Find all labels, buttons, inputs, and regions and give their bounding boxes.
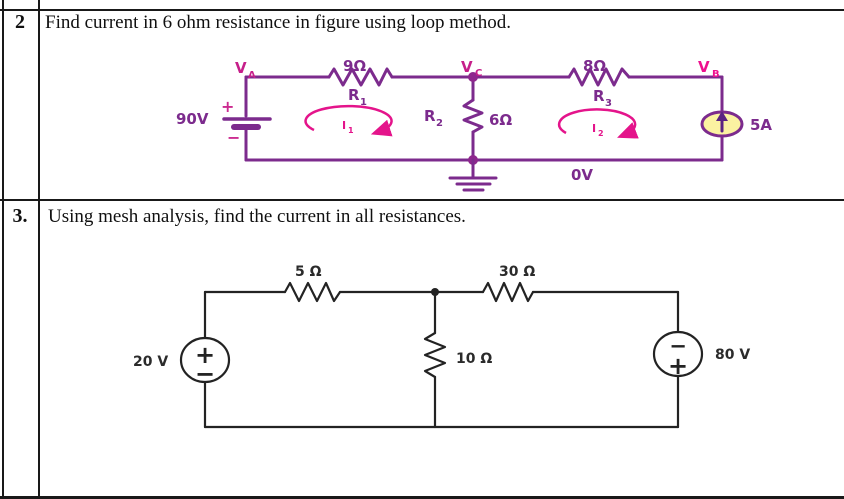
resistor-10ohm-label: 10 Ω — [456, 351, 492, 367]
resistor-10ohm-zigzag — [423, 331, 447, 379]
table-column-divider — [38, 0, 40, 499]
table-row-divider — [0, 199, 844, 201]
current-source-label: 5A — [750, 116, 772, 134]
node-a-label-sub: A — [248, 70, 256, 81]
resistor-5ohm-zigzag — [283, 281, 342, 303]
row2-question: Find current in 6 ohm resistance in figu… — [45, 12, 511, 33]
node-c-label-sub: C — [475, 68, 482, 79]
node-c-label: V — [461, 58, 473, 76]
resistor-r1-name-sub: 1 — [360, 97, 367, 108]
circuit2: + − − + 5 Ω 30 Ω 10 Ω 20 V 80 V — [133, 264, 750, 429]
node-a-label: V — [235, 59, 247, 77]
source-20v-plus-sign: + — [195, 341, 215, 369]
table-left-border — [2, 0, 4, 499]
loop-i2-label-sub: 2 — [598, 129, 604, 138]
node-b-label: V — [698, 58, 710, 76]
loop-i2-label: I — [592, 122, 596, 135]
circuit1: 90V + − 9Ω R 1 8Ω R 3 R 2 6Ω V A V C V B… — [176, 57, 772, 192]
loop-i1-label: I — [342, 119, 346, 132]
ground-symbol — [448, 158, 498, 192]
node-dot-vc — [468, 72, 478, 82]
resistor-r1-value-label: 9Ω — [343, 57, 366, 75]
row2-number: 2 — [15, 11, 25, 33]
loop-arrow-i1 — [304, 104, 393, 137]
table-bottom-border — [0, 496, 844, 499]
battery-minus-sign: − — [227, 128, 240, 147]
resistor-r2-name-sub: 2 — [436, 118, 443, 129]
source-80v-plus-sign: + — [668, 352, 688, 380]
resistor-r3-name-sub: 3 — [605, 98, 612, 109]
source-20v-label: 20 V — [133, 354, 168, 370]
row3-number: 3. — [12, 205, 28, 227]
battery-plus-sign: + — [221, 97, 234, 116]
resistor-r1-name: R — [348, 86, 360, 104]
resistor-r2-name: R — [424, 107, 436, 125]
source-80v-label: 80 V — [715, 347, 750, 363]
resistor-30ohm-zigzag — [481, 281, 535, 303]
current-source-arrow-head — [716, 111, 728, 121]
resistor-r2-value-label: 6Ω — [489, 111, 512, 129]
resistor-r3-zigzag — [567, 67, 631, 87]
resistor-30ohm-label: 30 Ω — [499, 264, 535, 280]
resistor-r1-zigzag — [327, 67, 394, 87]
ground-ref-label: 0V — [571, 166, 593, 184]
loop-i1-label-sub: 1 — [348, 126, 354, 135]
source-80v-minus-sign: − — [669, 334, 687, 358]
resistor-r3-name: R — [593, 87, 605, 105]
row3-question: Using mesh analysis, find the current in… — [48, 206, 466, 227]
loop-arrow-i2 — [557, 108, 639, 139]
resistor-r3-value-label: 8Ω — [583, 57, 606, 75]
resistor-r2-zigzag — [462, 98, 484, 134]
resistor-5ohm-label: 5 Ω — [295, 264, 322, 280]
node-b-label-sub: B — [712, 69, 720, 80]
voltage-source-label: 90V — [176, 110, 209, 128]
table-top-border — [0, 9, 844, 11]
source-20v-minus-sign: − — [195, 360, 215, 388]
